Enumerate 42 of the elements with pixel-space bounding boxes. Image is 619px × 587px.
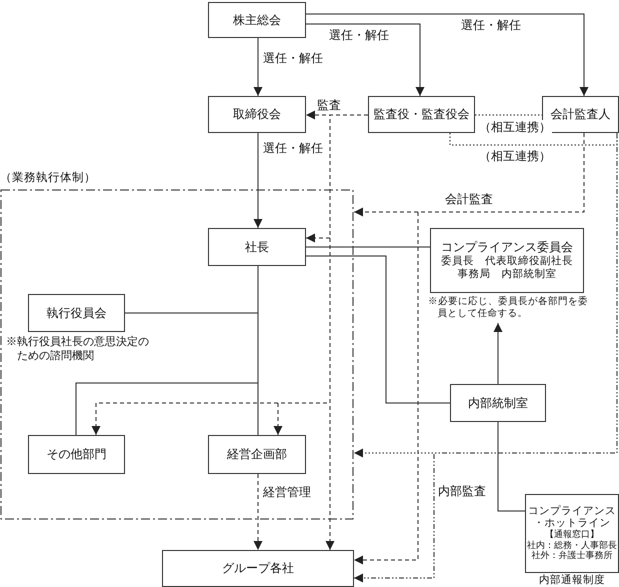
arrow — [254, 38, 262, 96]
connector-line — [474, 114, 542, 116]
org-box: 監査役・監査役会 — [368, 96, 475, 133]
arrow — [494, 322, 502, 384]
edge-label: 内部監査 — [437, 484, 487, 498]
org-box: 株主総会 — [208, 2, 306, 38]
edge-label: 選任・解任 — [262, 51, 324, 66]
arrow — [354, 132, 618, 582]
box-title: コンプライアンス・ホットライン — [527, 504, 617, 530]
box-text: 事務局 内部統制室 — [458, 268, 556, 282]
org-box: 社長 — [208, 228, 306, 266]
caption-text: 内部通報制度 — [538, 574, 606, 587]
box-text: 社外：弁護士事務所 — [532, 551, 612, 562]
org-box: 内部統制室 — [450, 384, 546, 422]
connector-line — [306, 246, 430, 248]
edge-label: 会計監査 — [444, 192, 494, 206]
org-box: 執行役員会 — [28, 294, 125, 332]
org-box: その他部門 — [28, 435, 125, 474]
box-text: 委員長 代表取締役副社長 — [441, 254, 573, 268]
edge-label: 選任・解任 — [460, 18, 522, 32]
box-title: コンプライアンス委員会 — [441, 240, 573, 255]
arrow — [254, 132, 262, 228]
note-text: ※必要に応じ、委員長が各部門を委員として任命する。 — [428, 296, 588, 321]
edge-label: 監査 — [316, 98, 342, 112]
connector-line — [450, 132, 618, 146]
arrow — [254, 474, 262, 550]
edge-label: 経営管理 — [262, 485, 312, 500]
org-box: 取締役会 — [208, 96, 306, 133]
hotline-box — [525, 494, 619, 573]
box-text: 社内：総務・人事部長 — [527, 540, 617, 551]
note-text: ※執行役員社長の意思決定のための諮問機関 — [6, 335, 150, 364]
section-title: （業務執行体制） — [0, 170, 96, 184]
arrow — [306, 14, 588, 96]
connector-line — [306, 256, 450, 404]
box-text: 【通報窓口】 — [545, 530, 599, 540]
connector-line — [498, 422, 526, 512]
edge-label: 選任・解任 — [328, 28, 390, 42]
org-box: 経営企画部 — [208, 435, 306, 474]
edge-label: 選任・解任 — [262, 141, 324, 156]
arrow — [306, 24, 424, 96]
org-box: グループ各社 — [162, 550, 354, 587]
committee-box — [430, 228, 584, 293]
